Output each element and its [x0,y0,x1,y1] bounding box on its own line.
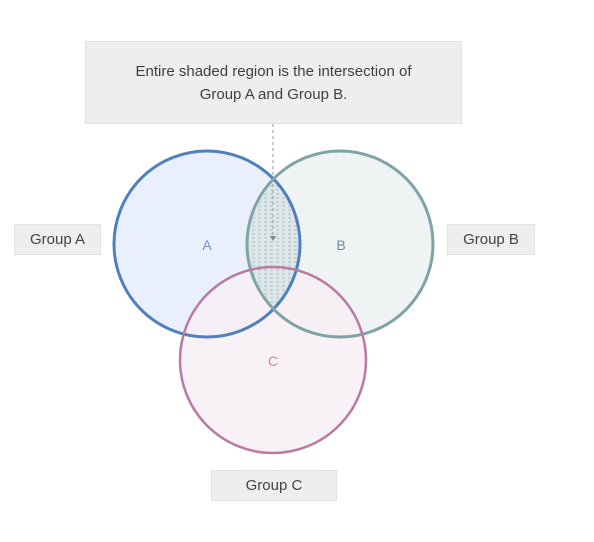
circle-c-fill [180,267,366,453]
callout-line-2: Group A and Group B. [199,85,348,103]
callout-line-1: Entire shaded region is the intersection… [135,62,412,80]
callout-pointer-arrowhead [270,236,276,241]
circle-b-letter: B [336,237,345,253]
circle-c-letter: C [268,353,278,369]
circle-a-outline [112,149,302,339]
group-a-label: Group A [14,224,101,255]
callout-box: Entire shaded region is the intersection… [85,41,462,124]
group-b-label: Group B [447,224,535,255]
circle-a-letter: A [202,237,212,253]
group-c-label: Group C [211,470,337,501]
circle-b-outline [245,149,435,339]
circle-c-outline [178,265,368,455]
